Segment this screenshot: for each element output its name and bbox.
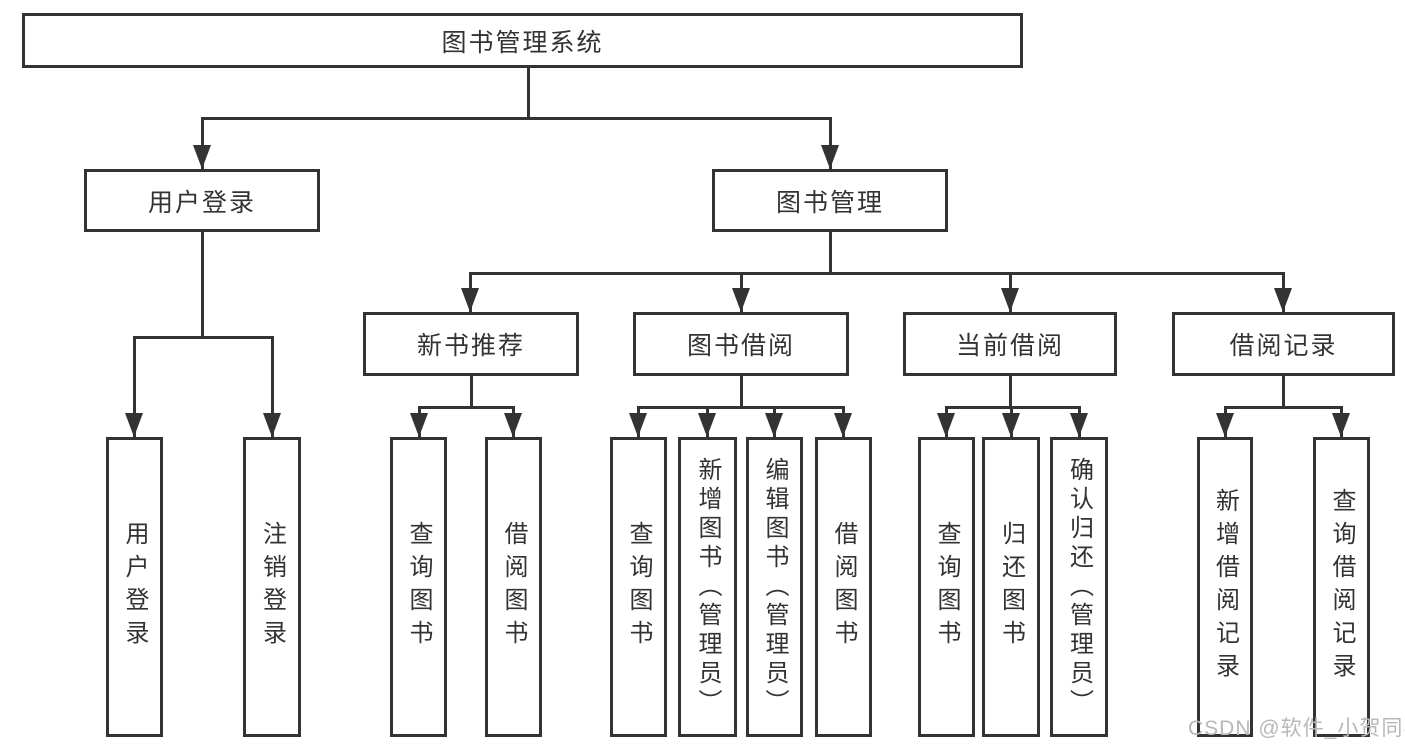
node-borrow-records: 借阅记录 xyxy=(1172,312,1395,376)
csdn-watermark: CSDN @软件_小贺同学 xyxy=(1188,717,1405,740)
connector-drop-book-management xyxy=(829,117,832,169)
leaf-add-borrow-record: 新增借阅记录 xyxy=(1197,437,1253,737)
connector-level3-bar xyxy=(469,272,1285,275)
connector-root-stem xyxy=(527,68,530,118)
arrowhead-d1 xyxy=(1216,413,1234,437)
connector-new-book-stem xyxy=(470,376,473,409)
leaf-query-book-1: 查询图书 xyxy=(390,437,447,737)
leaf-add-book-admin: 新增图书（管理员） xyxy=(678,437,737,737)
node-new-book-recommend: 新书推荐 xyxy=(363,312,579,376)
connector-current-borrow-stem xyxy=(1009,376,1012,409)
connector-drop-user-login xyxy=(201,117,204,169)
node-root: 图书管理系统 xyxy=(22,13,1023,68)
connector-group-a-bar xyxy=(418,406,515,409)
leaf-query-borrow-record: 查询借阅记录 xyxy=(1313,437,1370,737)
leaf-logout: 注销登录 xyxy=(243,437,301,737)
connector-root-bar xyxy=(201,117,831,120)
arrowhead-leaf-logout xyxy=(263,413,281,437)
arrowhead-a2 xyxy=(504,413,522,437)
connector-book-management-stem xyxy=(829,232,832,275)
connector-book-borrow-stem xyxy=(740,376,743,409)
arrowhead-b3 xyxy=(765,413,783,437)
leaf-borrow-book-1: 借阅图书 xyxy=(485,437,542,737)
connector-drop-leaf-logout xyxy=(271,336,274,437)
connector-drop-leaf-user-login xyxy=(133,336,136,437)
arrowhead-new-book xyxy=(461,288,479,312)
connector-user-login-bar xyxy=(133,336,274,339)
leaf-borrow-book-2: 借阅图书 xyxy=(815,437,872,737)
leaf-query-book-2: 查询图书 xyxy=(610,437,667,737)
connector-group-c-bar xyxy=(945,406,1081,409)
connector-group-b-bar xyxy=(637,406,845,409)
arrowhead-d2 xyxy=(1332,413,1350,437)
node-current-borrow: 当前借阅 xyxy=(903,312,1117,376)
node-book-borrow: 图书借阅 xyxy=(633,312,849,376)
node-book-management: 图书管理 xyxy=(712,169,948,232)
arrowhead-leaf-user-login xyxy=(125,413,143,437)
arrowhead-c3 xyxy=(1070,413,1088,437)
arrowhead-borrow-records xyxy=(1274,288,1292,312)
node-user-login: 用户登录 xyxy=(84,169,320,232)
arrowhead-b1 xyxy=(629,413,647,437)
connector-borrow-records-stem xyxy=(1282,376,1285,409)
leaf-confirm-return-admin: 确认归还（管理员） xyxy=(1050,437,1108,737)
arrowhead-user-login xyxy=(193,145,211,169)
arrowhead-book-management xyxy=(821,145,839,169)
leaf-return-book: 归还图书 xyxy=(982,437,1040,737)
leaf-query-book-3: 查询图书 xyxy=(918,437,975,737)
arrowhead-c2 xyxy=(1002,413,1020,437)
arrowhead-b4 xyxy=(834,413,852,437)
arrowhead-book-borrow xyxy=(732,288,750,312)
arrowhead-a1 xyxy=(410,413,428,437)
connector-group-d-bar xyxy=(1224,406,1343,409)
arrowhead-current-borrow xyxy=(1001,288,1019,312)
arrowhead-c1 xyxy=(937,413,955,437)
leaf-user-login: 用户登录 xyxy=(106,437,163,737)
arrowhead-b2 xyxy=(698,413,716,437)
connector-user-login-stem xyxy=(201,232,204,337)
leaf-edit-book-admin: 编辑图书（管理员） xyxy=(746,437,803,737)
